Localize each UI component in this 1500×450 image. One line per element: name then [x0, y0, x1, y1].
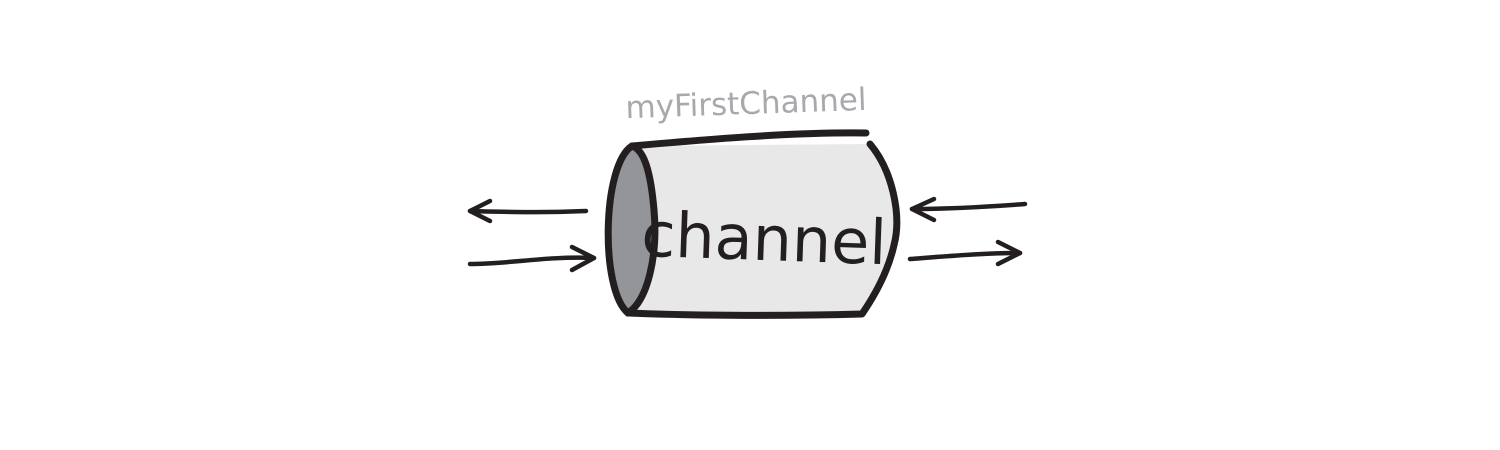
channel-body	[611, 132, 897, 316]
channel-end-cap	[604, 142, 659, 317]
right-outgoing-arrow	[907, 239, 1023, 267]
channel-body-outline	[624, 129, 901, 319]
right-incoming-arrow	[909, 196, 1028, 223]
channel-name-caption: myFirstChannel	[625, 82, 867, 126]
channel-body-label: channel	[640, 198, 888, 280]
left-incoming-arrow	[467, 244, 597, 273]
left-outgoing-arrow	[467, 198, 589, 224]
